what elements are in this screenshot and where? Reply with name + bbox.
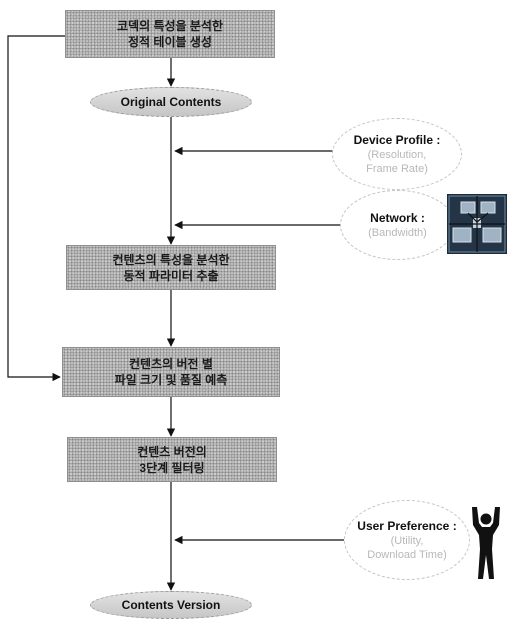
contents-version-label: Contents Version: [121, 598, 221, 612]
network-cloud: Network : (Bandwidth): [340, 190, 455, 260]
user-preference-title: User Preference :: [357, 519, 457, 533]
device-profile-sub2: Frame Rate): [366, 163, 428, 175]
original-contents-label: Original Contents: [120, 95, 222, 109]
device-profile-title: Device Profile :: [353, 133, 441, 147]
network-sub1: (Bandwidth): [368, 227, 427, 239]
size-quality-line1: 컨텐츠의 버전 별: [129, 357, 213, 371]
filtering-box: 컨텐츠 버전의 3단계 필터링: [67, 437, 277, 482]
device-profile-cloud: Device Profile : (Resolution, Frame Rate…: [332, 118, 462, 190]
contents-version-terminal: Contents Version: [90, 591, 252, 619]
user-preference-sub1: (Utility,: [390, 535, 424, 547]
person-arms-raised-icon: [472, 507, 500, 579]
filtering-line1: 컨텐츠 버전의: [137, 444, 207, 459]
dynamic-parameter-line2: 동적 파라미터 추출: [123, 268, 219, 283]
network-computers-icon: [447, 194, 507, 254]
feedback-line: [7, 35, 65, 382]
user-preference-sub2: Download Time): [367, 549, 447, 561]
dynamic-parameter-box: 컨텐츠의 특성을 분석한 동적 파라미터 추출: [66, 245, 276, 290]
dynamic-parameter-line1: 컨텐츠의 특성을 분석한: [112, 252, 230, 267]
device-profile-sub1: (Resolution,: [367, 149, 427, 161]
static-table-line1: 코덱의 특성을 분석한: [116, 19, 224, 33]
network-title: Network :: [370, 211, 425, 225]
filtering-line2: 3단계 필터링: [139, 460, 205, 475]
size-quality-prediction-box: 컨텐츠의 버전 별 파일 크기 및 품질 예측: [62, 347, 280, 397]
static-table-box: 코덱의 특성을 분석한 정적 테이블 생성: [65, 10, 275, 58]
original-contents-terminal: Original Contents: [90, 87, 252, 117]
size-quality-line2: 파일 크기 및 품질 예측: [114, 373, 228, 387]
user-preference-cloud: User Preference : (Utility, Download Tim…: [344, 500, 470, 580]
static-table-line2: 정적 테이블 생성: [128, 35, 212, 49]
